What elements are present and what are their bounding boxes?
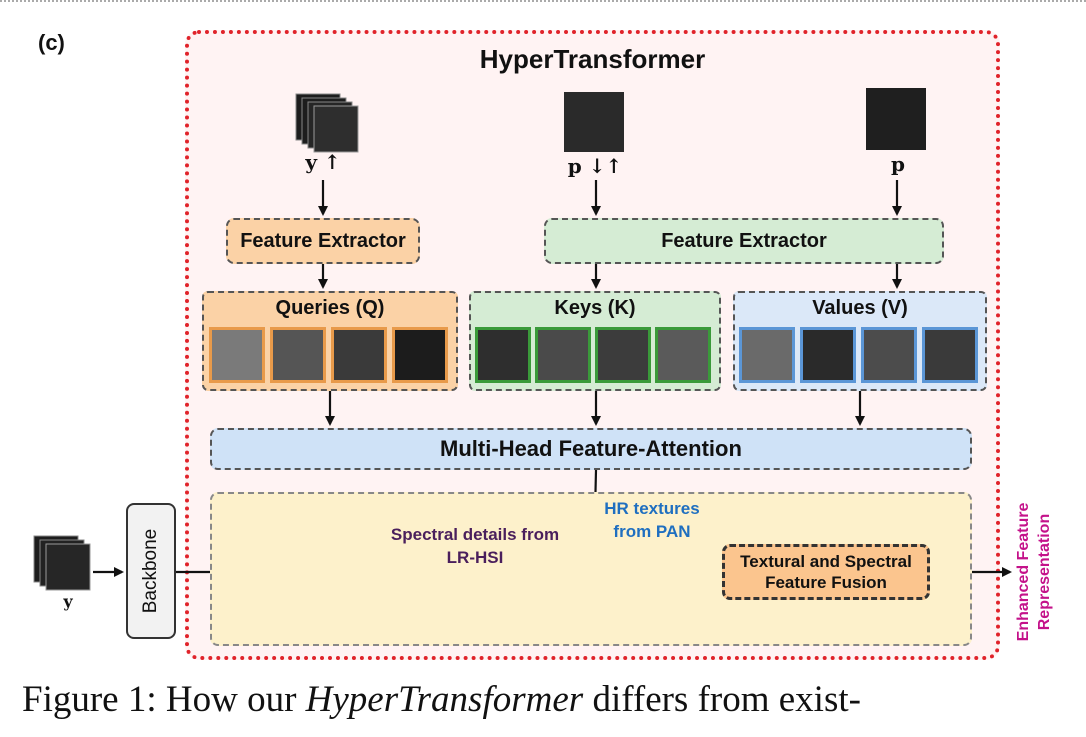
- hsi-up-cube-icon: [295, 93, 359, 153]
- output-label-line2: Representation: [1036, 513, 1053, 631]
- feature-extractor-left: Feature Extractor: [226, 218, 420, 264]
- queries-tile: [270, 327, 326, 383]
- caption-suffix: differs from exist-: [583, 679, 861, 720]
- queries-title: Queries (Q): [275, 297, 385, 319]
- hr-textures-label: HR textures from PAN: [604, 499, 700, 541]
- hsi-lr-cube-icon: [33, 535, 91, 591]
- backbone-box: Backbone: [126, 503, 176, 639]
- queries-tile: [209, 327, 265, 383]
- pan-label: p: [891, 152, 905, 176]
- caption-prefix: Figure 1: How our: [22, 679, 306, 720]
- values-title: Values (V): [812, 297, 908, 319]
- keys-tile: [595, 327, 651, 383]
- output-label-line1: Enhanced Feature: [1015, 502, 1032, 642]
- keys-tile: [655, 327, 711, 383]
- values-group: Values (V): [733, 291, 987, 391]
- output-label: Enhanced Feature Representation: [1004, 482, 1064, 662]
- keys-group: Keys (K): [469, 291, 721, 391]
- backbone-label: Backbone: [140, 528, 161, 614]
- values-tile: [861, 327, 917, 383]
- pan-downup-image-icon: [564, 92, 624, 152]
- panel-label: (c): [38, 30, 65, 55]
- figure-caption: Figure 1: How our HyperTransformer diffe…: [22, 678, 861, 721]
- values-tile: [800, 327, 856, 383]
- queries-tile: [392, 327, 448, 383]
- multi-head-attention-box: Multi-Head Feature-Attention: [210, 428, 972, 470]
- values-tile: [739, 327, 795, 383]
- top-dotted-rule: [0, 0, 1086, 2]
- feature-extractor-right: Feature Extractor: [544, 218, 944, 264]
- keys-tile: [475, 327, 531, 383]
- pan-downup-label: p ↓↑: [567, 154, 623, 178]
- pan-image-icon: [866, 88, 926, 150]
- keys-tile: [535, 327, 591, 383]
- spectral-details-label: Spectral details from LR-HSI: [390, 525, 560, 567]
- values-tile: [922, 327, 978, 383]
- queries-tile: [331, 327, 387, 383]
- diagram-title: HyperTransformer: [479, 44, 706, 74]
- fusion-line1: Textural and Spectral: [740, 552, 912, 571]
- hsi-up-label: y ↑: [305, 150, 341, 174]
- keys-title: Keys (K): [554, 297, 636, 319]
- queries-group: Queries (Q): [202, 291, 458, 391]
- caption-italic: HyperTransformer: [305, 679, 584, 720]
- feature-fusion-box: Textural and Spectral Feature Fusion: [722, 544, 930, 600]
- hsi-lr-label: y: [63, 592, 73, 611]
- fusion-line2: Feature Fusion: [765, 573, 887, 592]
